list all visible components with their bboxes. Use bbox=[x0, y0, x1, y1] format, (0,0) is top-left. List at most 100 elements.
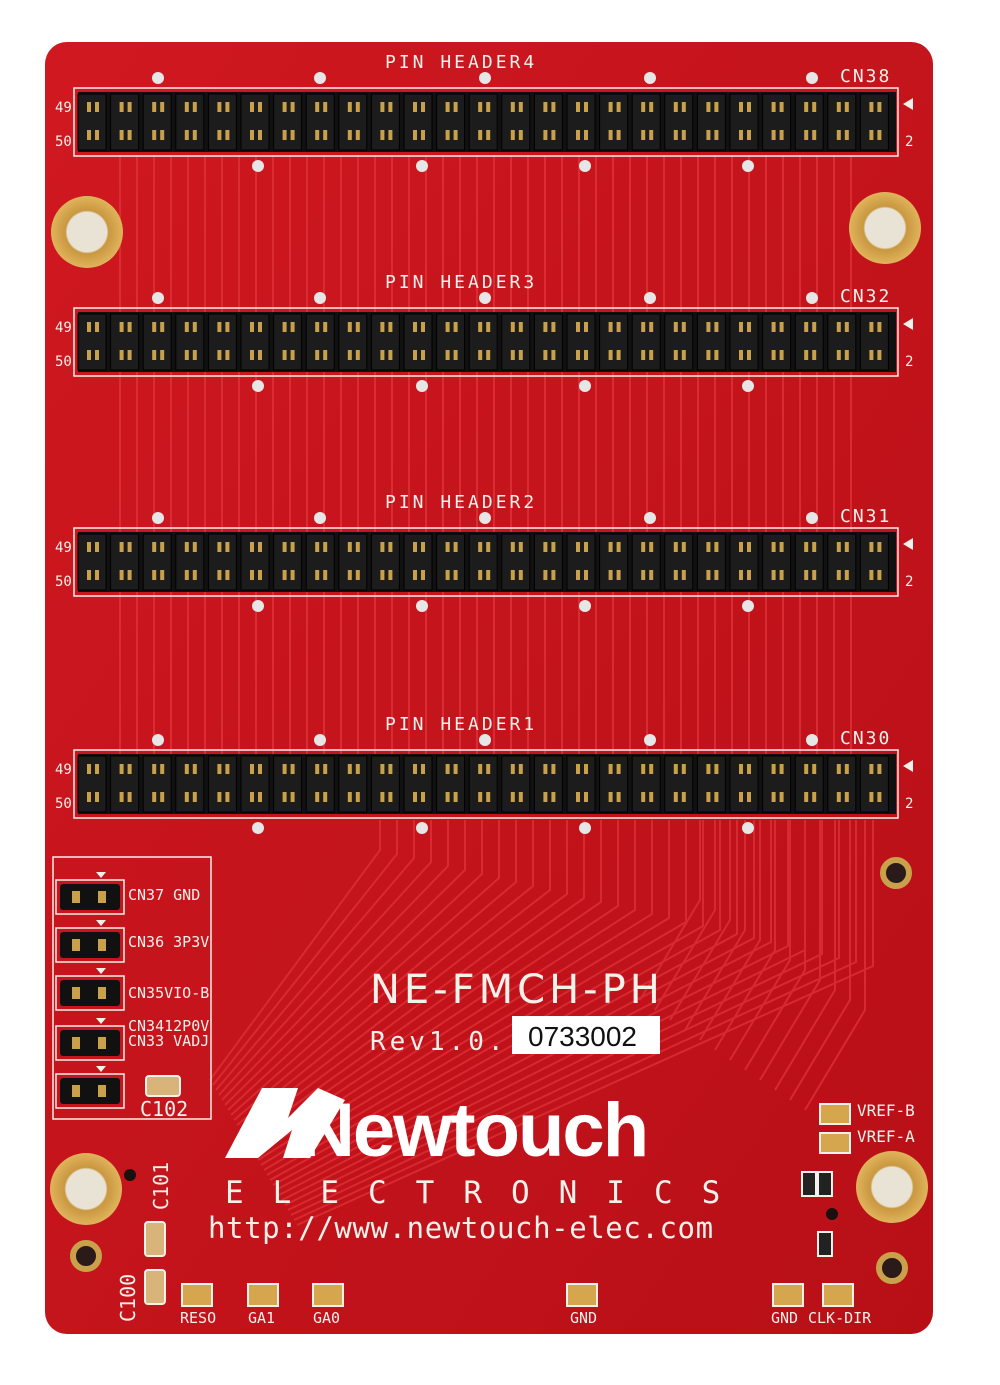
pin bbox=[290, 764, 295, 774]
pin bbox=[388, 792, 393, 802]
pin bbox=[681, 322, 686, 332]
pin bbox=[250, 322, 254, 332]
pcb-traces bbox=[119, 155, 852, 760]
pin bbox=[747, 764, 751, 774]
fanout-trace bbox=[744, 820, 806, 1071]
pin-number-50: 50 bbox=[55, 134, 72, 150]
pin-housing bbox=[175, 533, 205, 591]
pin bbox=[641, 542, 646, 552]
pin bbox=[355, 570, 360, 580]
pin bbox=[844, 764, 849, 774]
jumper-outline bbox=[55, 1073, 125, 1109]
pin bbox=[225, 130, 230, 140]
jumper-marker-icon bbox=[96, 920, 106, 926]
pin bbox=[160, 570, 165, 580]
pin bbox=[388, 102, 393, 112]
pin bbox=[453, 130, 458, 140]
pin-housing bbox=[533, 533, 563, 591]
pin bbox=[518, 542, 523, 552]
jumper-5[interactable] bbox=[55, 1066, 125, 1109]
pin bbox=[804, 130, 809, 140]
pin bbox=[510, 542, 515, 552]
fanout-trace bbox=[293, 820, 857, 1221]
fanout-trace bbox=[654, 820, 716, 1011]
pin bbox=[127, 322, 132, 332]
alignment-dot bbox=[152, 734, 164, 746]
pin bbox=[282, 792, 287, 802]
pin bbox=[608, 570, 613, 580]
pin bbox=[641, 322, 646, 332]
pin bbox=[869, 130, 874, 140]
alignment-dot bbox=[579, 822, 591, 834]
test-pad-clk-dir bbox=[822, 1283, 854, 1307]
pin-number-2: 2 bbox=[905, 134, 913, 150]
pin bbox=[445, 322, 450, 332]
pin bbox=[225, 570, 230, 580]
pin bbox=[608, 764, 613, 774]
pin-housing bbox=[599, 93, 629, 151]
jumper-label: CN33 VADJ bbox=[128, 1032, 209, 1050]
fanout-trace bbox=[224, 820, 466, 1106]
pin bbox=[217, 102, 222, 112]
pin-housing bbox=[631, 533, 661, 591]
pin bbox=[836, 764, 841, 774]
pin bbox=[714, 542, 719, 552]
pin bbox=[380, 350, 385, 360]
pin bbox=[551, 764, 556, 774]
jumper-cap[interactable] bbox=[60, 1030, 120, 1056]
pin bbox=[714, 764, 719, 774]
pin-housing bbox=[207, 93, 237, 151]
pin bbox=[323, 350, 328, 360]
pin bbox=[844, 102, 849, 112]
vref-a-label: VREF-A bbox=[857, 1127, 915, 1146]
pin bbox=[98, 1037, 106, 1049]
capacitor-c100-label: C100 bbox=[116, 1274, 140, 1322]
pin bbox=[453, 570, 458, 580]
jumper-cap[interactable] bbox=[60, 884, 120, 910]
pin bbox=[478, 542, 483, 552]
jumper-cap[interactable] bbox=[60, 932, 120, 958]
pin bbox=[380, 764, 385, 774]
pin bbox=[844, 322, 849, 332]
pin-number-2: 2 bbox=[905, 796, 913, 812]
pin bbox=[649, 542, 654, 552]
jumper-cap[interactable] bbox=[60, 1078, 120, 1104]
pin bbox=[812, 542, 817, 552]
pin-housing bbox=[859, 93, 889, 151]
pin bbox=[616, 350, 621, 360]
pin bbox=[649, 570, 654, 580]
pin bbox=[616, 102, 621, 112]
jumper-cap[interactable] bbox=[60, 980, 120, 1006]
pin bbox=[152, 542, 157, 552]
connector-label: CN31 bbox=[840, 506, 891, 527]
pin1-marker-icon bbox=[903, 760, 913, 772]
brand-name: Newtouch bbox=[300, 1088, 647, 1173]
pin bbox=[714, 792, 719, 802]
pin bbox=[323, 130, 328, 140]
newtouch-logo: Newtouch ELECTRONICS http://www.newtouch… bbox=[208, 1088, 720, 1245]
pin bbox=[739, 792, 743, 802]
alignment-dot bbox=[479, 512, 491, 524]
pin-number-50: 50 bbox=[55, 574, 72, 590]
jumper-4[interactable] bbox=[55, 1018, 125, 1061]
pin bbox=[747, 322, 751, 332]
pin bbox=[87, 130, 91, 140]
pin-housing bbox=[207, 533, 237, 591]
jumper-2[interactable] bbox=[55, 920, 125, 963]
pin bbox=[518, 764, 523, 774]
pin bbox=[551, 350, 556, 360]
pin bbox=[779, 792, 784, 802]
pin-housing bbox=[305, 755, 335, 813]
fanout-trace bbox=[227, 820, 483, 1111]
pin bbox=[510, 350, 515, 360]
via-small-1 bbox=[826, 1208, 838, 1220]
pin bbox=[315, 764, 320, 774]
pin-housing bbox=[762, 93, 792, 151]
pin-housing bbox=[859, 533, 889, 591]
jumper-3[interactable] bbox=[55, 968, 125, 1011]
pin-housing bbox=[273, 533, 303, 591]
pin bbox=[869, 322, 874, 332]
jumper-1[interactable] bbox=[55, 872, 125, 915]
test-pad-reso bbox=[181, 1283, 213, 1307]
